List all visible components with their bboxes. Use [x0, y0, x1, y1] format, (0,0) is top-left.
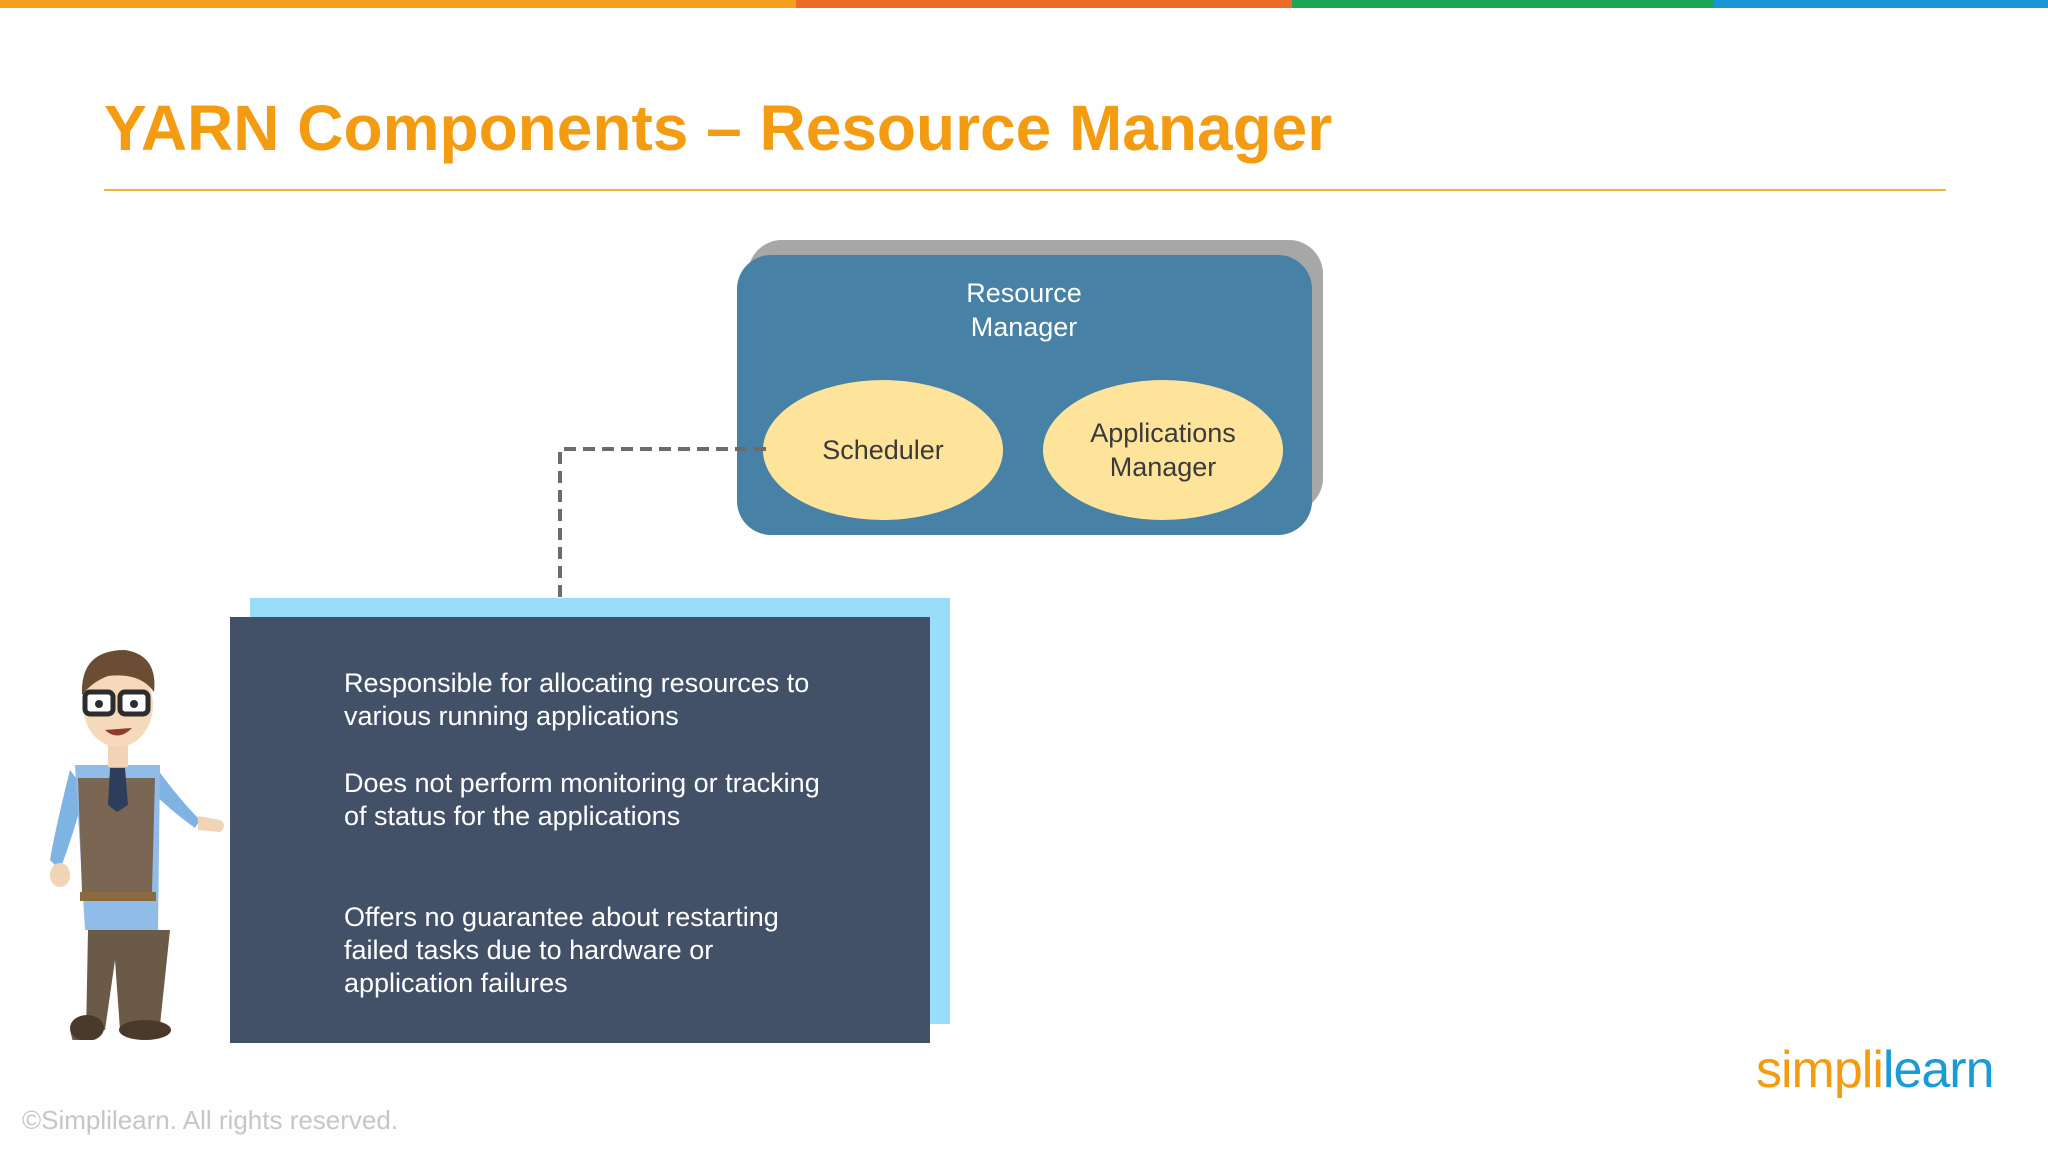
description-card [230, 617, 930, 1043]
description-item: Responsible for allocating resources to … [344, 668, 810, 731]
slide-title: YARN Components – Resource Manager [104, 92, 1333, 164]
stripe-green-segment [1292, 0, 1714, 8]
stripe-blue-segment [1714, 0, 2048, 8]
stripe-orange-segment [0, 0, 796, 8]
title-underline [104, 189, 1946, 191]
top-color-stripe [0, 0, 2048, 8]
simplilearn-logo: simplilearn [1756, 1040, 1995, 1100]
logo-text-learn: learn [1882, 1041, 1995, 1099]
scheduler-node: Scheduler [763, 380, 1003, 520]
stripe-red-orange-segment [796, 0, 1292, 8]
logo-text-simpl: simpl [1756, 1041, 1873, 1099]
description-item: Offers no guarantee about restarting fai… [344, 902, 779, 998]
logo-text-i: i [1872, 1041, 1884, 1099]
applications-manager-node: Applications Manager [1043, 380, 1283, 520]
description-item: Does not perform monitoring or tracking … [344, 768, 820, 831]
presenter-character-illustration [50, 650, 224, 1040]
resource-manager-label: Resource Manager [966, 278, 1082, 342]
copyright-notice: ©Simplilearn. All rights reserved. [22, 1105, 399, 1135]
